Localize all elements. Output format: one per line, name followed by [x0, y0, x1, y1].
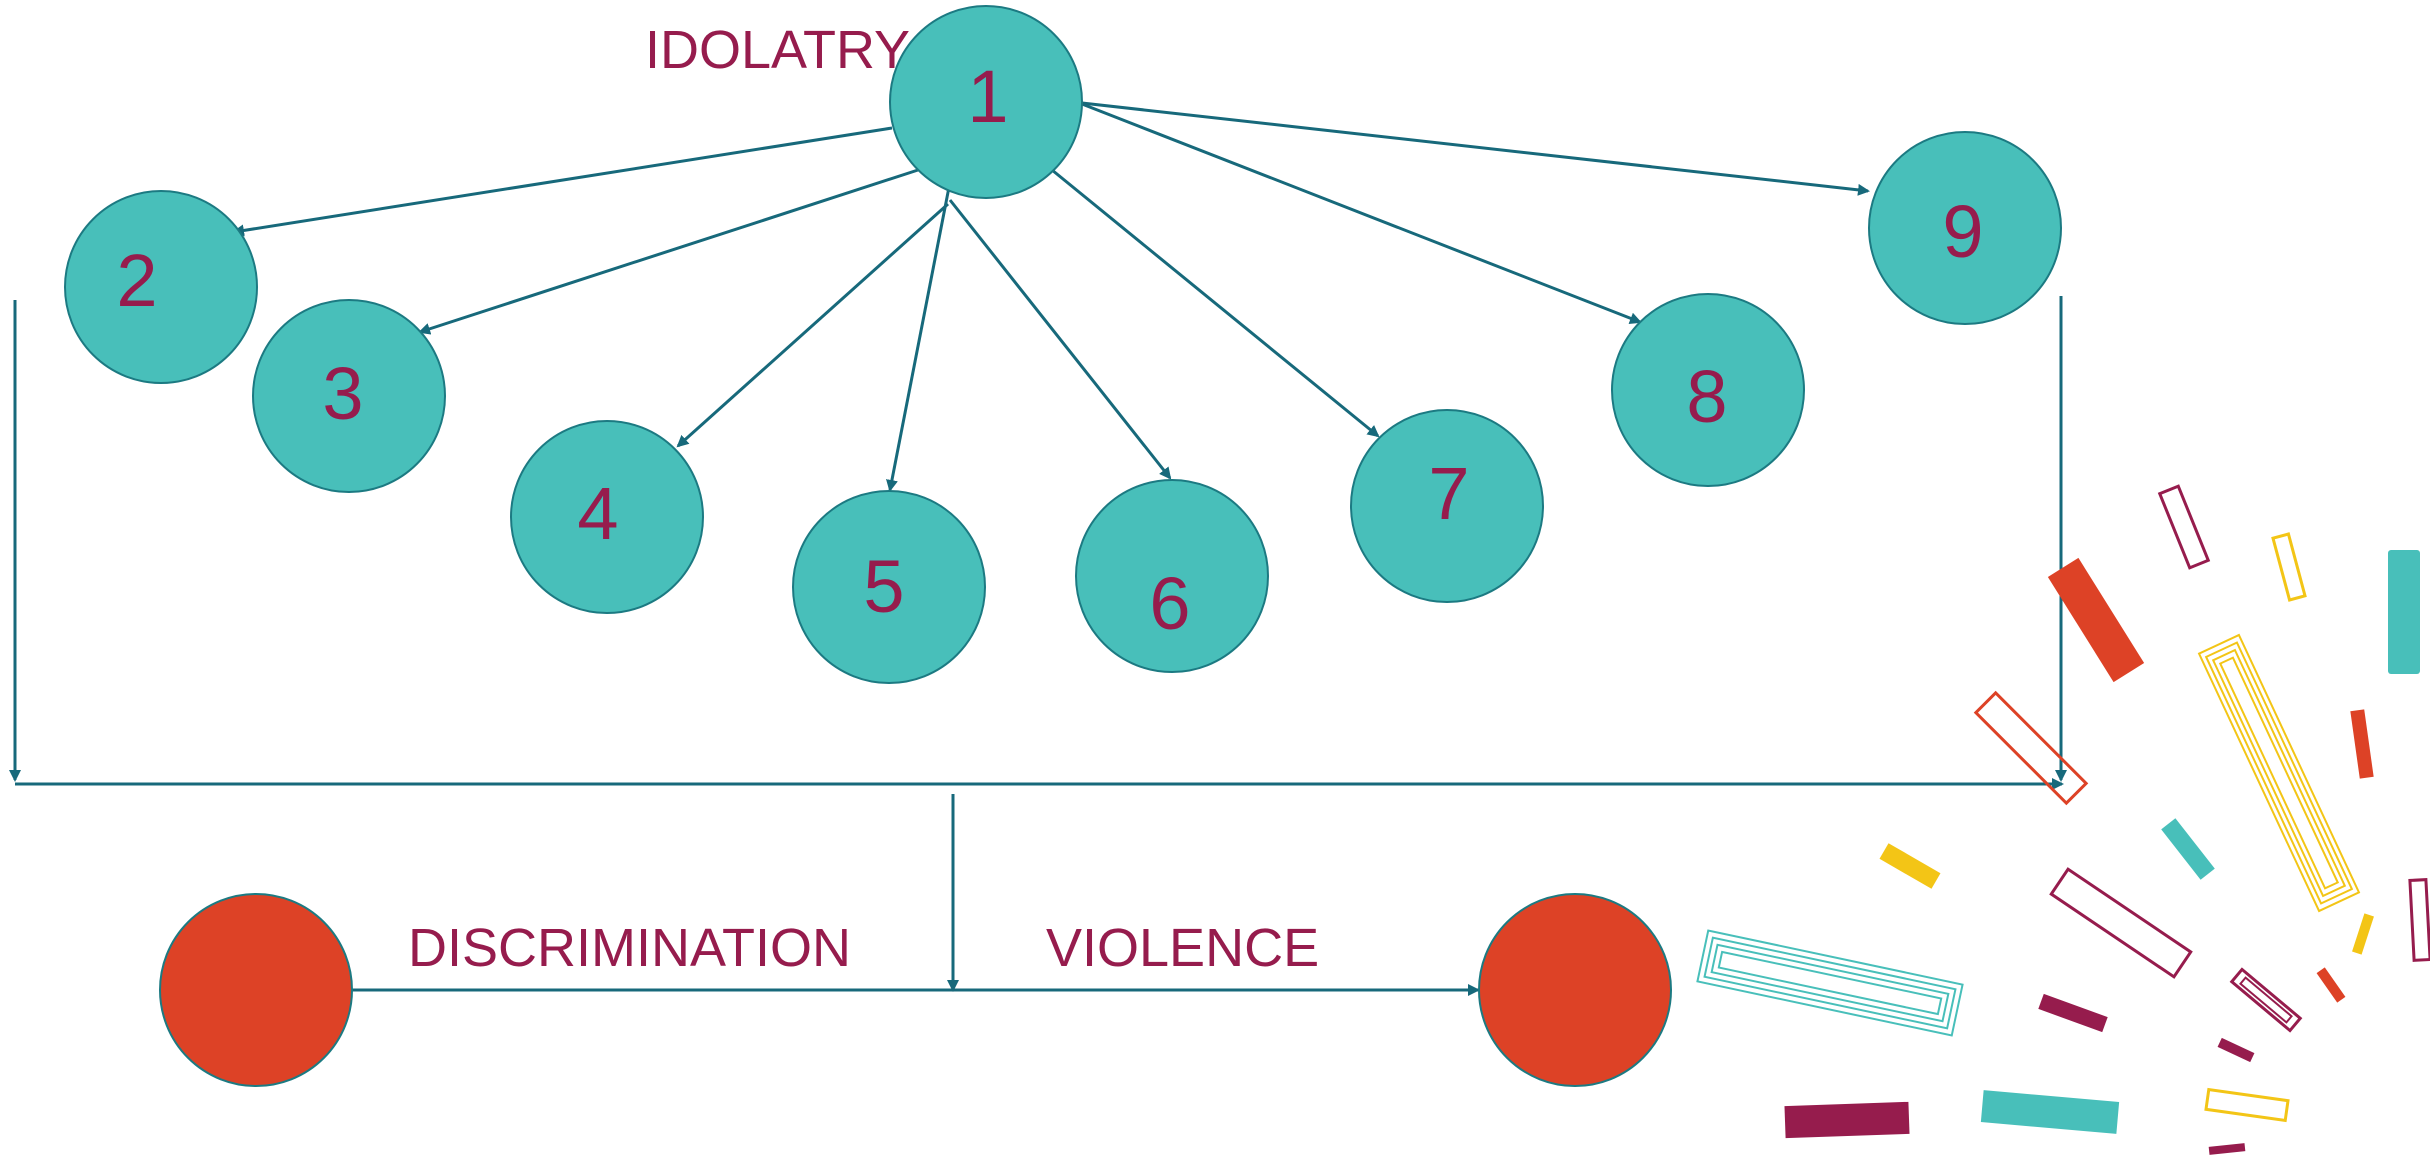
discrimination-node: [159, 893, 353, 1087]
node-4-label: 4: [577, 472, 618, 555]
arrow-1-to-6: [948, 199, 1172, 480]
nested-lines-yellow: [2197, 633, 2361, 913]
confetti-piece: [2038, 993, 2108, 1033]
nested-lines-teal: [1696, 929, 1964, 1037]
node-3-label: 3: [322, 352, 363, 435]
confetti-piece: [2208, 1143, 2246, 1155]
node-9: [1868, 131, 2062, 325]
confetti-piece: [2217, 1037, 2255, 1063]
node-4: [510, 420, 704, 614]
node-6: [1075, 479, 1269, 673]
confetti-piece: [2271, 532, 2307, 602]
node-1: [889, 5, 1083, 199]
arrow-1-to-3: [418, 168, 919, 335]
confetti-piece: [2229, 967, 2303, 1033]
confetti-piece: [2408, 878, 2430, 962]
confetti-piece: [2316, 967, 2346, 1003]
node-5-label: 5: [863, 545, 904, 628]
node-6-label: 6: [1149, 562, 1190, 645]
violence-node: [1478, 893, 1672, 1087]
node-2: [64, 190, 258, 384]
node-9-label: 9: [1942, 190, 1983, 273]
confetti-piece: [2239, 976, 2293, 1024]
node-8: [1611, 293, 1805, 487]
node-8-label: 8: [1686, 355, 1727, 438]
confetti-decoration: [1696, 484, 2430, 1155]
confetti-piece: [1980, 1090, 2120, 1134]
confetti-piece: [2352, 913, 2374, 955]
confetti-piece: [2388, 550, 2420, 674]
node-1-label: 1: [967, 55, 1008, 138]
idolatry-label: IDOLATRY: [645, 20, 910, 80]
node-7-label: 7: [1428, 452, 1469, 535]
nodes: [64, 5, 2062, 684]
arrow-1-to-2: [232, 126, 893, 237]
node-5: [792, 490, 986, 684]
arrow-1-to-5: [886, 181, 952, 492]
node-7: [1350, 409, 1544, 603]
confetti-piece: [1973, 690, 2089, 806]
confetti-piece: [1784, 1101, 1910, 1139]
end-nodes: [159, 893, 1672, 1087]
confetti-piece: [2204, 1087, 2290, 1123]
node-3: [252, 299, 446, 493]
node-2-label: 2: [116, 239, 157, 322]
arrow-1-to-9: [1081, 101, 1870, 196]
confetti-piece: [2047, 557, 2145, 683]
confetti-piece: [1879, 843, 1941, 889]
confetti-piece: [2350, 709, 2374, 779]
confetti-piece: [2157, 484, 2211, 570]
connectors: [9, 101, 2067, 996]
discrimination-label: DISCRIMINATION: [408, 918, 851, 978]
violence-label: VIOLENCE: [1046, 918, 1319, 978]
arrow-1-to-8: [1081, 102, 1642, 324]
arrow-1-to-4: [676, 202, 950, 448]
confetti-piece: [2161, 818, 2215, 880]
confetti-piece: [2049, 867, 2193, 979]
arrow-1-to-7: [1051, 168, 1380, 438]
